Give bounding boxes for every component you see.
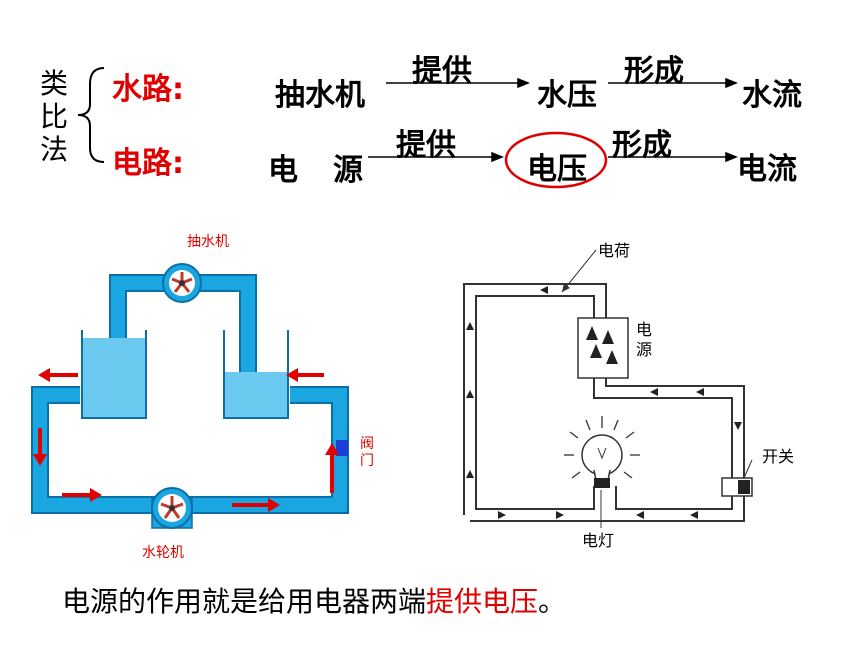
lamp-icon bbox=[564, 416, 640, 488]
flow-arrow-right-up bbox=[325, 443, 339, 493]
water-arrow-2 bbox=[608, 77, 739, 89]
circuit-arrow-2 bbox=[608, 151, 739, 163]
water-arrow-1 bbox=[386, 77, 531, 89]
water-start: 抽水机 bbox=[275, 78, 365, 113]
conclusion-highlight: 提供电压 bbox=[426, 585, 539, 618]
source-charges bbox=[586, 326, 618, 364]
source-label: 电源 bbox=[636, 320, 653, 359]
circuit-middle: 电压 bbox=[527, 152, 587, 187]
method-char-2: 比 bbox=[40, 100, 69, 133]
valve-icon bbox=[336, 440, 348, 456]
circuit-arrow-1 bbox=[368, 151, 505, 163]
water-arrow1-text: 提供 bbox=[412, 54, 472, 89]
method-char-3: 法 bbox=[40, 133, 69, 166]
charge-markers bbox=[466, 286, 742, 519]
switch-pointer bbox=[743, 459, 753, 479]
flow-arrow-right-top bbox=[286, 368, 324, 382]
curly-brace bbox=[77, 67, 105, 163]
pump-icon bbox=[162, 263, 202, 303]
circuit-arrow1-text: 提供 bbox=[396, 128, 456, 163]
circuit-start-2: 源 bbox=[333, 153, 363, 188]
left-tank-water bbox=[82, 338, 146, 418]
right-tank-water bbox=[224, 372, 288, 418]
water-end: 水流 bbox=[742, 78, 802, 113]
circuit-arrow2-text: 形成 bbox=[612, 128, 672, 163]
conclusion: 电源的作用就是给用电器两端提供电压。 bbox=[62, 580, 566, 620]
charge-label: 电荷 bbox=[598, 241, 631, 260]
flow-arrow-bottom-left bbox=[62, 488, 102, 502]
highlight-ellipse bbox=[504, 131, 608, 189]
conclusion-end: 。 bbox=[538, 585, 567, 618]
water-label: 水路: bbox=[112, 72, 184, 107]
valve-label: 阀门 bbox=[360, 436, 374, 469]
left-tank-wall bbox=[81, 330, 147, 419]
turbine-label: 水轮机 bbox=[142, 545, 184, 561]
flow-arrow-bottom-right bbox=[232, 498, 280, 512]
pump-label: 抽水机 bbox=[187, 234, 229, 250]
circuit-label: 电路: bbox=[112, 146, 184, 181]
turbine-icon bbox=[151, 487, 193, 529]
method-char-1: 类 bbox=[40, 67, 69, 100]
water-middle: 水压 bbox=[537, 78, 597, 113]
flow-arrow-left-down bbox=[33, 428, 47, 466]
charge-pointer bbox=[561, 249, 597, 293]
circuit-start-1: 电 bbox=[268, 153, 298, 188]
circuit-end: 电流 bbox=[737, 152, 797, 187]
conclusion-text: 电源的作用就是给用电器两端 bbox=[62, 585, 427, 618]
source-box bbox=[577, 317, 629, 379]
lamp-label: 电灯 bbox=[582, 531, 615, 550]
flow-arrow-left-top bbox=[38, 368, 78, 382]
water-arrow2-text: 形成 bbox=[624, 54, 684, 89]
switch-label: 开关 bbox=[762, 447, 795, 466]
switch-icon bbox=[721, 477, 753, 497]
